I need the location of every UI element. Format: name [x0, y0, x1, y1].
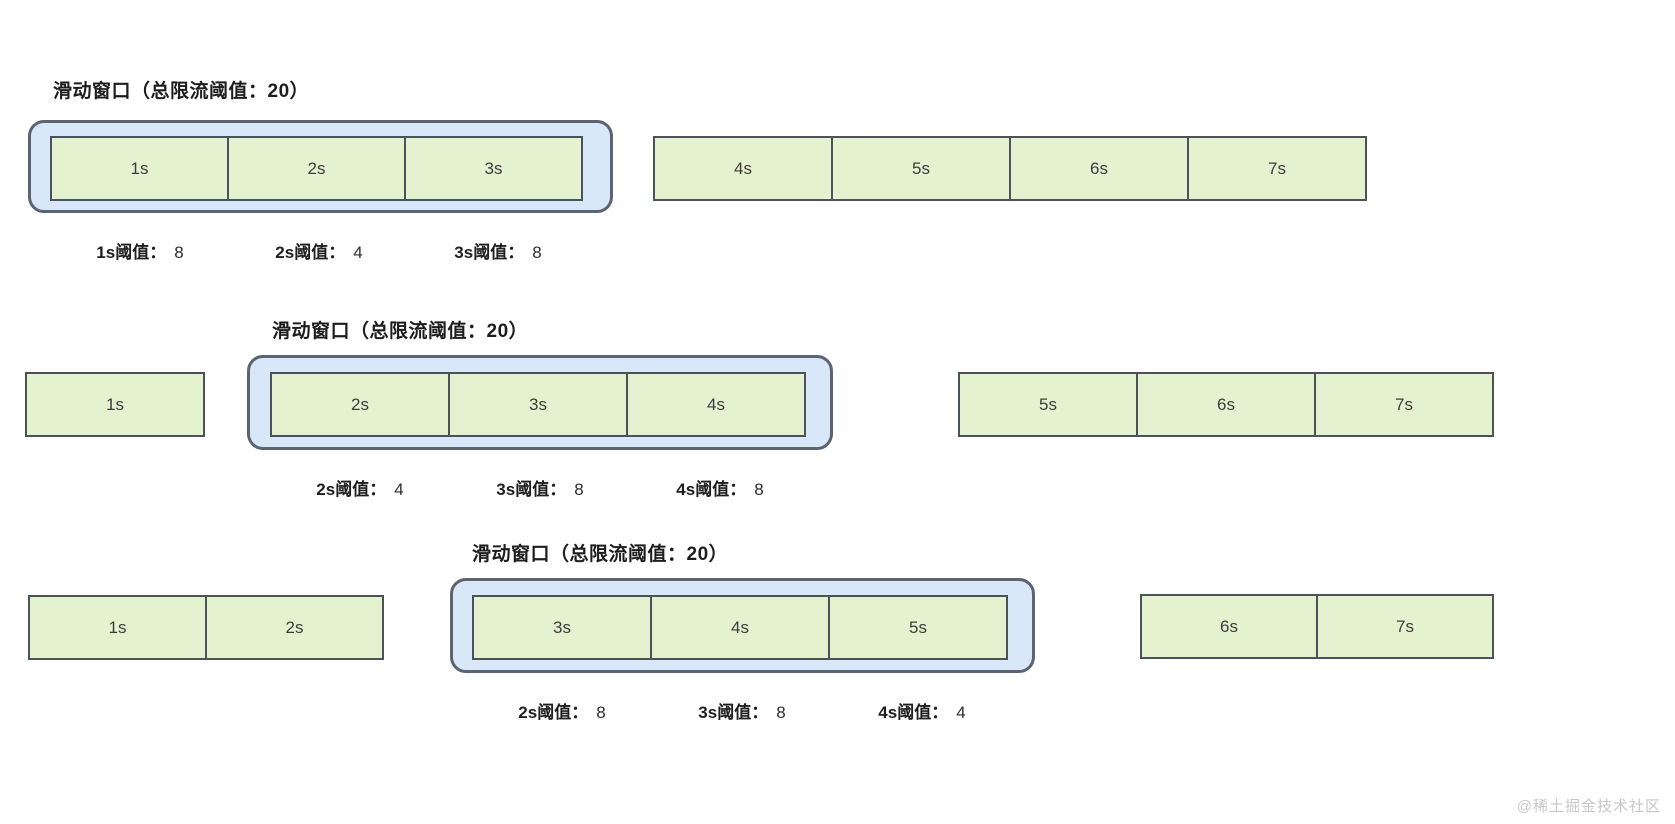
time-bucket-cell: 4s — [650, 595, 830, 660]
threshold-label: 2s阈值： 4 — [270, 475, 450, 500]
time-bucket-cell: 3s — [404, 136, 583, 201]
threshold-value: 4 — [353, 243, 363, 262]
time-bucket-cell: 6s — [1140, 594, 1318, 659]
outside-cells-strip: 6s 7s — [1140, 594, 1494, 659]
outside-cells-strip: 5s 6s 7s — [958, 372, 1494, 437]
threshold-name: 2s阈值： — [316, 480, 387, 499]
threshold-label: 1s阈值： 8 — [50, 238, 230, 263]
time-bucket-cell: 5s — [828, 595, 1008, 660]
time-bucket-cell: 4s — [653, 136, 833, 201]
threshold-name: 1s阈值： — [96, 243, 167, 262]
outside-cells-strip: 4s 5s 6s 7s — [653, 136, 1367, 201]
threshold-label: 3s阈值： 8 — [652, 698, 832, 723]
time-bucket-cell: 2s — [270, 372, 450, 437]
window-title: 滑动窗口（总限流阈值：20） — [272, 321, 529, 342]
threshold-label: 3s阈值： 8 — [450, 475, 630, 500]
time-bucket-cell: 7s — [1314, 372, 1494, 437]
threshold-name: 4s阈值： — [878, 703, 949, 722]
time-bucket-cell: 6s — [1136, 372, 1316, 437]
threshold-name: 4s阈值： — [676, 480, 747, 499]
time-bucket-cell: 3s — [472, 595, 652, 660]
time-bucket-cell: 6s — [1009, 136, 1189, 201]
window-cells-strip: 2s 3s 4s — [270, 372, 806, 437]
window-cells-strip: 1s 2s 3s — [50, 136, 583, 201]
time-bucket-cell: 2s — [205, 595, 384, 660]
threshold-name: 2s阈值： — [275, 243, 346, 262]
window-title: 滑动窗口（总限流阈值：20） — [472, 544, 729, 565]
time-bucket-cell: 1s — [28, 595, 207, 660]
threshold-name: 2s阈值： — [518, 703, 589, 722]
threshold-label: 4s阈值： 8 — [630, 475, 810, 500]
threshold-name: 3s阈值： — [698, 703, 769, 722]
time-bucket-cell: 3s — [448, 372, 628, 437]
time-bucket-cell: 1s — [25, 372, 205, 437]
threshold-value: 4 — [956, 703, 966, 722]
time-bucket-cell: 5s — [831, 136, 1011, 201]
time-bucket-cell: 5s — [958, 372, 1138, 437]
threshold-value: 8 — [596, 703, 606, 722]
threshold-label: 4s阈值： 4 — [832, 698, 1012, 723]
time-bucket-cell: 4s — [626, 372, 806, 437]
threshold-label: 2s阈值： 4 — [229, 238, 409, 263]
threshold-label: 3s阈值： 8 — [408, 238, 588, 263]
watermark: @稀土掘金技术社区 — [1516, 798, 1661, 815]
threshold-value: 8 — [754, 480, 764, 499]
time-bucket-cell: 2s — [227, 136, 406, 201]
threshold-name: 3s阈值： — [496, 480, 567, 499]
outside-cells-strip: 1s — [25, 372, 205, 437]
threshold-value: 8 — [574, 480, 584, 499]
threshold-value: 4 — [394, 480, 404, 499]
threshold-value: 8 — [532, 243, 542, 262]
window-title: 滑动窗口（总限流阈值：20） — [53, 81, 310, 102]
threshold-label: 2s阈值： 8 — [472, 698, 652, 723]
time-bucket-cell: 7s — [1316, 594, 1494, 659]
threshold-value: 8 — [174, 243, 184, 262]
threshold-name: 3s阈值： — [454, 243, 525, 262]
time-bucket-cell: 7s — [1187, 136, 1367, 201]
time-bucket-cell: 1s — [50, 136, 229, 201]
threshold-value: 8 — [776, 703, 786, 722]
window-cells-strip: 3s 4s 5s — [472, 595, 1008, 660]
outside-cells-strip: 1s 2s — [28, 595, 384, 660]
